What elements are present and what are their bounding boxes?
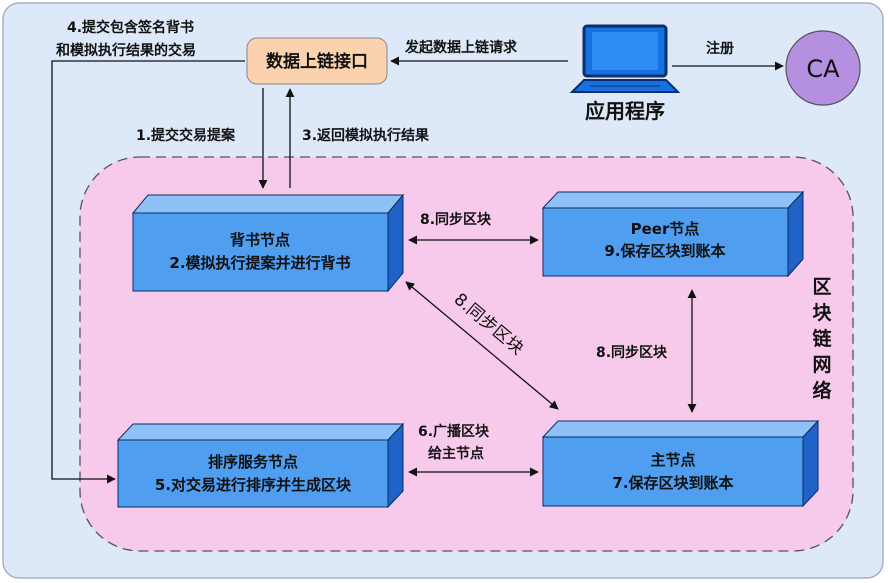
step3-label: 3.返回模拟执行结果 <box>302 127 430 144</box>
orderer-node: 排序服务节点 5.对交易进行排序并生成区块 <box>116 422 405 509</box>
endorser-node: 背书节点 2.模拟执行提案并进行背书 <box>131 193 405 293</box>
sync-label-right: 8.同步区块 <box>596 344 668 361</box>
step1-label: 1.提交交易提案 <box>136 127 236 144</box>
broadcast-label-line1: 6.广播区块 <box>418 423 490 440</box>
master-desc: 7.保存区块到账本 <box>612 474 733 492</box>
computer-monitor-icon <box>569 24 681 93</box>
step4-label-line2: 和模拟执行结果的交易 <box>56 42 196 59</box>
app-label: 应用程序 <box>585 99 665 123</box>
ca-label: CA <box>806 55 840 83</box>
register-label: 注册 <box>706 40 734 57</box>
network-char-1: 区 <box>812 276 831 298</box>
network-char-3: 链 <box>812 327 831 350</box>
api-node: 数据上链接口 <box>246 37 388 85</box>
orderer-desc: 5.对交易进行排序并生成区块 <box>155 476 352 494</box>
network-char-5: 络 <box>812 379 831 402</box>
ca-node: CA <box>785 30 861 106</box>
orderer-title: 排序服务节点 <box>208 453 298 471</box>
endorser-title: 背书节点 <box>230 231 290 249</box>
broadcast-label-line2: 给主节点 <box>428 445 484 462</box>
request-label: 发起数据上链请求 <box>404 39 518 56</box>
sync-arrow-diagonal <box>405 281 559 410</box>
peer-desc: 9.保存区块到账本 <box>604 242 725 260</box>
master-node: 主节点 7.保存区块到账本 <box>541 419 820 508</box>
master-title: 主节点 <box>650 451 695 469</box>
submit-transaction-arrow <box>51 60 245 484</box>
network-label: 区 块 链 网 络 <box>812 276 832 402</box>
endorser-desc: 2.模拟执行提案并进行背书 <box>169 254 350 272</box>
network-char-4: 网 <box>812 354 831 376</box>
sync-label-top: 8.同步区块 <box>420 211 492 228</box>
network-char-2: 块 <box>812 302 832 324</box>
peer-title: Peer节点 <box>631 220 700 238</box>
peer-node: Peer节点 9.保存区块到账本 <box>541 190 805 278</box>
api-node-label: 数据上链接口 <box>266 51 368 72</box>
step4-label-line1: 4.提交包含签名背书 <box>67 19 194 36</box>
